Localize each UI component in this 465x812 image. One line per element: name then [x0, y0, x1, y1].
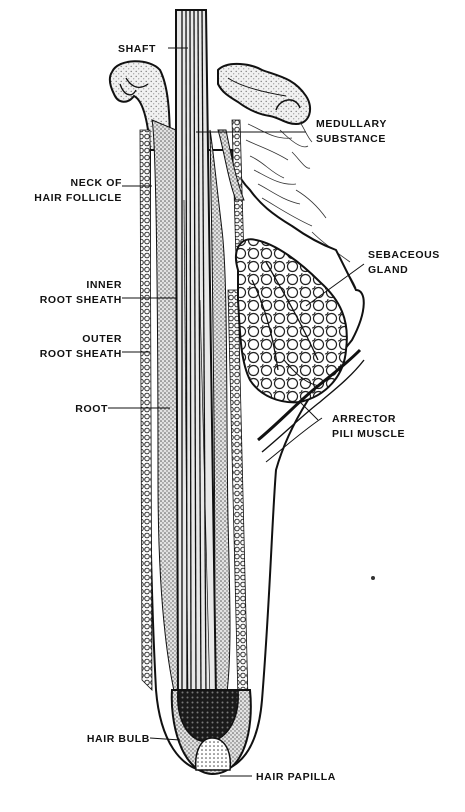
- label-hair-bulb: HAIR BULB: [87, 733, 150, 745]
- label-root: ROOT: [75, 403, 108, 415]
- label-arrector-line2: PILI MUSCLE: [332, 428, 405, 440]
- label-arrector-line1: ARRECTOR: [332, 413, 396, 425]
- label-inner-sheath-line1: INNER: [86, 279, 122, 291]
- label-outer-sheath-line1: OUTER: [82, 333, 122, 345]
- label-shaft: SHAFT: [118, 43, 156, 55]
- label-outer-sheath-line2: ROOT SHEATH: [40, 348, 122, 360]
- label-medullary-line2: SUBSTANCE: [316, 133, 386, 145]
- hair-shaft: [176, 10, 216, 700]
- label-medullary-line1: MEDULLARY: [316, 118, 387, 130]
- label-sebaceous-line1: SEBACEOUS: [368, 249, 440, 261]
- epidermis-right: [218, 64, 310, 124]
- label-sebaceous-line2: GLAND: [368, 264, 408, 276]
- stray-dot: [371, 576, 375, 580]
- label-hair-papilla: HAIR PAPILLA: [256, 771, 336, 783]
- label-inner-sheath-line2: ROOT SHEATH: [40, 294, 122, 306]
- label-neck-line2: HAIR FOLLICLE: [34, 192, 122, 204]
- label-neck-line1: NECK OF: [71, 177, 122, 189]
